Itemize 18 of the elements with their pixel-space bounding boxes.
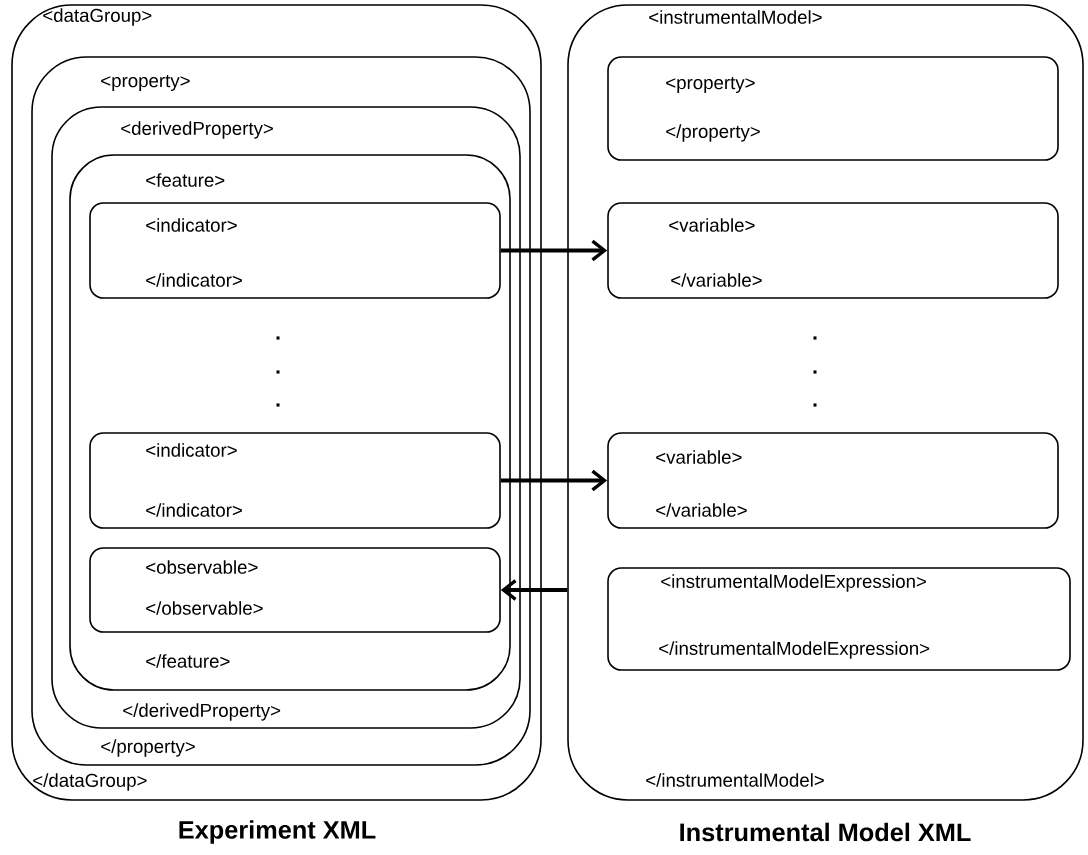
tag-box: <indicator> </indicator> xyxy=(89,432,501,529)
node-label: Experiment XML xyxy=(179,820,376,844)
tag-box: <instrumentalModelExpression> </instrumentalModelExpression> xyxy=(607,567,1071,671)
tag-box: <indicator> </indicator> xyxy=(89,202,501,299)
arrow xyxy=(500,469,608,492)
tag-box: <variable> </variable> xyxy=(607,432,1059,529)
ellipsis-dot: . xyxy=(813,370,817,374)
ellipsis-dot: . xyxy=(813,403,817,407)
arrow xyxy=(500,579,568,601)
ellipsis-dot: . xyxy=(276,403,280,407)
tag-box: <observable> </observable> xyxy=(89,547,501,633)
tag-box: <variable> </variable> xyxy=(607,202,1059,299)
ellipsis-dot: . xyxy=(276,336,280,340)
node-label: Instrumental Model XML xyxy=(680,822,971,842)
arrow xyxy=(500,239,608,262)
tag-box: <property> </property> xyxy=(607,56,1059,161)
ellipsis-dot: . xyxy=(813,336,817,340)
ellipsis-dot: . xyxy=(276,370,280,374)
